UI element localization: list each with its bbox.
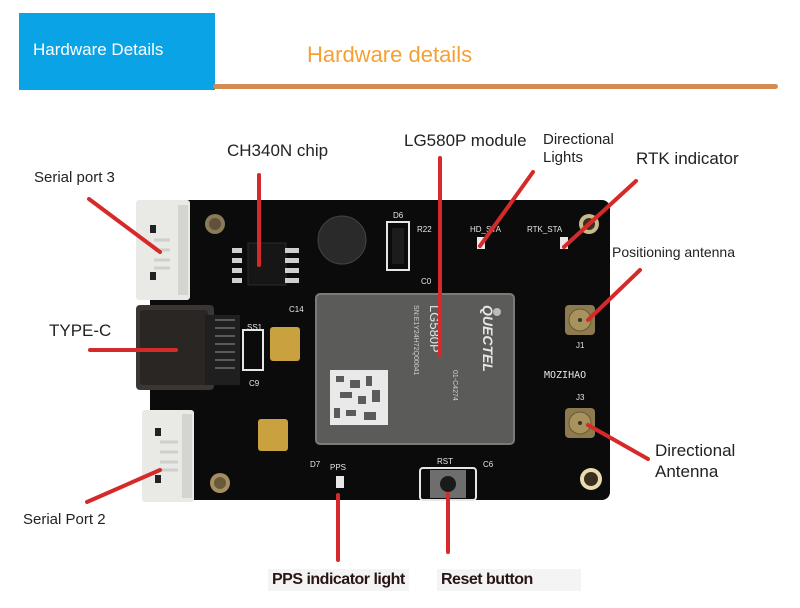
d7-silkscreen: D7 [310, 460, 321, 469]
capacitor [258, 419, 288, 451]
board-brand-silkscreen: MOZIHAO [544, 370, 586, 381]
module-variant-text: 01-C4274 [451, 370, 458, 401]
pointer-lines [85, 156, 650, 562]
hd-sta-silkscreen: HD_STA [470, 225, 502, 234]
label-serial-port-3: Serial port 3 [34, 169, 115, 186]
serial-port-2-connector [142, 410, 194, 502]
label-directional-antenna-line2: Antenna [655, 462, 719, 481]
title-underline [213, 84, 778, 89]
ch340n-chip [247, 242, 287, 286]
pointer-directional-antenna [586, 423, 650, 461]
pps-silkscreen: PPS [330, 463, 346, 472]
lg580p-module: LG580P QUECTEL SN:E1Y24H72Q00041 01-C427… [315, 293, 515, 445]
pps-led [336, 476, 344, 488]
pointer-directional-lights [478, 170, 535, 248]
label-rtk-indicator: RTK indicator [636, 149, 739, 168]
j1-silkscreen: J1 [576, 341, 585, 350]
label-reset-button: Reset button [437, 569, 581, 591]
pointer-serial-port-3 [87, 197, 162, 254]
pcb-board: LG580P QUECTEL SN:E1Y24H72Q00041 01-C427… [136, 200, 610, 502]
label-ch340n-chip: CH340N chip [227, 141, 329, 160]
hardware-details-tab[interactable]: Hardware Details [19, 13, 215, 90]
label-directional-lights-line1: Directional [543, 131, 614, 148]
module-brand-text: QUECTEL [480, 305, 496, 372]
label-positioning-antenna: Positioning antenna [612, 244, 735, 260]
tab-label: Hardware Details [33, 40, 164, 59]
pointer-rtk-indicator [562, 179, 638, 249]
rtk-sta-silkscreen: RTK_STA [527, 225, 563, 234]
serial-port-3-connector [136, 200, 190, 300]
module-serial-text: SN:E1Y24H72Q00041 [412, 305, 419, 376]
c0-silkscreen: C0 [421, 277, 432, 286]
j1-antenna-connector [565, 305, 595, 335]
c6-silkscreen: C6 [483, 460, 494, 469]
label-type-c: TYPE-C [49, 321, 112, 340]
type-c-connector [136, 305, 240, 390]
capacitor [270, 327, 300, 361]
label-directional-antenna-line1: Directional [655, 441, 736, 460]
label-serial-port-2: Serial Port 2 [23, 511, 106, 528]
buzzer [317, 215, 367, 265]
r22-silkscreen: R22 [417, 225, 432, 234]
pointer-serial-port-2 [85, 468, 162, 504]
label-pps-indicator: PPS indicator light [268, 569, 409, 591]
section-title: Hardware details [307, 42, 473, 67]
j3-silkscreen: J3 [576, 393, 585, 402]
rtk-sta-led [560, 237, 568, 249]
rst-silkscreen: RST [437, 457, 453, 466]
c14-silkscreen: C14 [289, 305, 304, 314]
ss1-silkscreen: SS1 [247, 323, 263, 332]
c9-silkscreen: C9 [249, 379, 260, 388]
d6-silkscreen: D6 [393, 211, 404, 220]
pointer-positioning-antenna [586, 268, 642, 322]
label-directional-lights-line2: Lights [543, 149, 584, 166]
j3-antenna-connector [565, 408, 595, 438]
label-lg580p-module: LG580P module [404, 131, 527, 150]
